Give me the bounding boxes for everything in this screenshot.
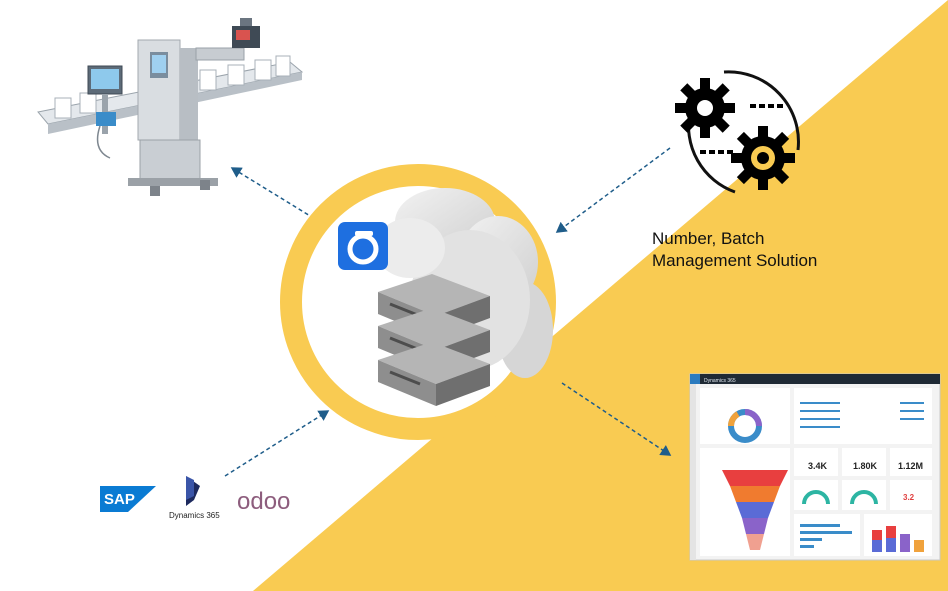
dynamics-365-text: Dynamics 365 [169,511,220,520]
number-batch-caption: Number, Batch Management Solution [652,228,817,272]
sap-logo: SAP [100,486,156,512]
gears-icon [675,70,800,194]
arrow-from-erp [224,410,330,477]
kpi-3: 1.12M [898,461,923,471]
conveyor-machine-icon [37,18,304,196]
dashboard-app-title: Dynamics 365 [704,378,736,384]
arrow-to-machine [230,167,321,223]
kpi-2: 1.80K [853,461,878,471]
arrow-to-dashboard [561,382,672,456]
caption-line-2: Management Solution [652,251,818,270]
kpi-1: 3.4K [808,461,828,471]
dashboard-screenshot-icon: Dynamics 365 3.4K 1.80K 1.12M [689,373,941,561]
odoo-logo-text: odoo [237,488,290,515]
app-logo-icon [338,222,388,270]
server-stack-icon [378,274,490,406]
dynamics-365-logo: Dynamics 365 [169,476,220,520]
caption-line-1: Number, Batch [652,229,765,248]
cloud-icon [375,188,553,378]
arrow-from-gears [555,147,671,233]
kpi-4: 3.2 [903,493,915,502]
sap-logo-text: SAP [104,491,135,508]
